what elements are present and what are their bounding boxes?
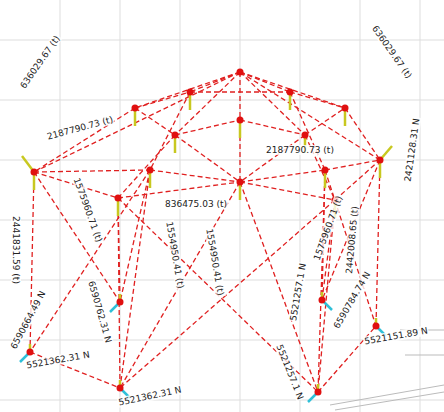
member-line (118, 135, 175, 198)
joint-dot (172, 132, 179, 139)
member-line (118, 198, 120, 302)
force-label: 6590762.31 N (86, 279, 114, 345)
force-label: 2421128.31 N (402, 117, 421, 184)
member-line (175, 120, 240, 135)
force-label: 5521257.1 N (288, 261, 308, 322)
member-line (135, 108, 175, 135)
joint-dot (237, 117, 244, 124)
member-line (345, 108, 380, 160)
joints (27, 69, 384, 396)
member-line (290, 92, 345, 108)
force-label: 5521151.89 N (363, 325, 430, 346)
joint-dot (187, 89, 194, 96)
force-label: 1554950.41 (t) (204, 227, 226, 297)
member-line (239, 72, 240, 120)
member-line (240, 120, 305, 135)
joint-dot (115, 195, 122, 202)
member-line (290, 92, 325, 170)
member-line (240, 135, 305, 182)
member-line (34, 108, 135, 172)
member-line (120, 182, 240, 388)
force-label: 2441831.59 (t) (11, 215, 21, 285)
force-label: 1575960.71 (t) (71, 175, 104, 244)
force-label: 5521257.1 N (274, 342, 306, 402)
joint-dot (117, 299, 124, 306)
joint-dot (377, 157, 384, 164)
member-line (135, 72, 240, 108)
joint-dot (342, 105, 349, 112)
member-line (34, 72, 240, 172)
force-label: 5521362.31 N (25, 349, 92, 370)
force-label: 6590784.74 N (331, 269, 373, 331)
joint-dot (373, 323, 380, 330)
member-line (118, 198, 120, 388)
member-line (240, 182, 335, 200)
force-label: 636029.67 (t) (370, 23, 415, 81)
member-line (120, 170, 150, 388)
joint-dot (31, 169, 38, 176)
member-line (175, 135, 240, 182)
member-line (240, 170, 325, 182)
member-line (325, 160, 380, 170)
supports (20, 92, 392, 402)
member-line (150, 92, 190, 170)
joint-dot (315, 389, 322, 396)
member-line (34, 172, 120, 302)
truss-members (30, 72, 380, 392)
joint-dot (147, 167, 154, 174)
member-line (150, 170, 240, 182)
member-line (34, 170, 150, 172)
force-label: 5521362.31 N (117, 384, 184, 408)
joint-dot (319, 297, 326, 304)
member-line (335, 160, 380, 200)
joint-dot (287, 89, 294, 96)
joint-dot (27, 349, 34, 356)
member-line (120, 200, 335, 388)
member-line (190, 91, 290, 92)
force-label: 2442008.65 (t) (344, 205, 360, 275)
member-line (30, 170, 150, 352)
joint-dot (302, 132, 309, 139)
joint-dot (117, 385, 124, 392)
joint-dot (322, 167, 329, 174)
joint-dot (237, 69, 244, 76)
member-line (239, 120, 240, 182)
member-line (305, 108, 345, 135)
member-line (376, 160, 380, 326)
joint-dot (132, 105, 139, 112)
force-label: 636029.67 (t) (18, 33, 63, 91)
force-label: 2187790.73 (t) (265, 145, 335, 155)
force-label: 6590664.49 N (8, 289, 48, 352)
member-line (240, 72, 380, 160)
force-label: 836475.03 (t) (164, 199, 228, 209)
joint-dot (237, 179, 244, 186)
member-line (240, 72, 345, 108)
